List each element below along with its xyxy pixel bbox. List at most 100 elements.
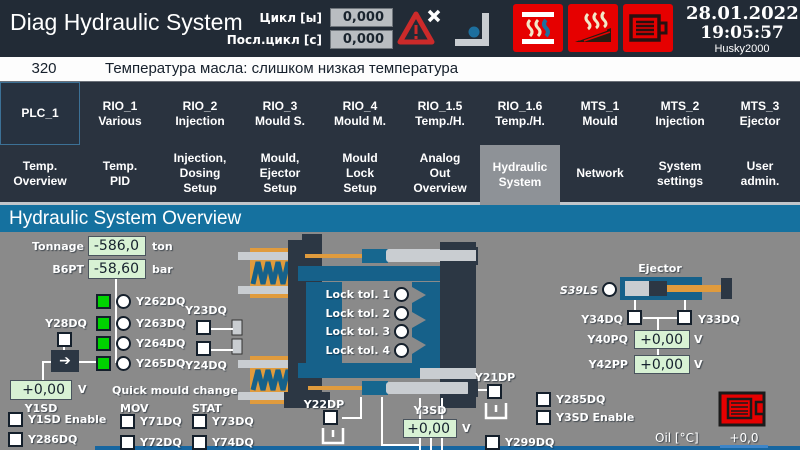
tonnage-unit: ton (152, 240, 173, 253)
valve-state-indicator (96, 336, 111, 351)
tab-temp-pid[interactable]: Temp. PID (102, 158, 138, 188)
datetime-block: 28.01.2022 19:05:57 Husky2000 (686, 4, 799, 56)
y3sd-enable-checkbox[interactable] (536, 410, 551, 425)
heat-waves-icon (575, 10, 611, 42)
y1sd-unit: V (78, 383, 87, 396)
tab-hydraulic-system[interactable]: Hydraulic System (480, 145, 560, 205)
y73dq-row: Y73DQ (192, 414, 254, 429)
qmc-col-stat: STAT (192, 402, 222, 415)
time: 19:05:57 (700, 23, 784, 43)
tab-mould-lock-setup[interactable]: Mould Lock Setup (342, 151, 378, 195)
b6pt-value[interactable]: -58,60 (88, 259, 146, 279)
piping-lines (42, 279, 686, 450)
tab-analog-out-overview[interactable]: Analog Out Overview (413, 151, 467, 195)
y1sd-enable-checkbox[interactable] (8, 412, 23, 427)
machine-graphic (42, 234, 800, 450)
y73dq-checkbox[interactable] (192, 414, 207, 429)
lock-tol-1-label: Lock tol. 1 (325, 288, 390, 301)
b6pt-unit: bar (152, 263, 173, 276)
y28dq-checkbox[interactable] (57, 332, 72, 347)
y286dq-checkbox[interactable] (8, 432, 23, 447)
alarm-mute-icon[interactable] (396, 6, 444, 50)
y71dq-row: Y71DQ (120, 414, 182, 429)
tab-user-admin[interactable]: User admin. (740, 158, 780, 188)
y40pq-value[interactable]: +0,00 (634, 330, 690, 349)
page-tab-bar: Temp. Overview Temp. PID Injection, Dosi… (0, 145, 800, 205)
y299dq-checkbox[interactable] (485, 435, 500, 450)
mould-heating-button[interactable] (568, 4, 618, 52)
alarm-bar[interactable]: 320 Температура масла: слишком низкая те… (0, 57, 800, 82)
oil-temp-value[interactable]: +0,0 (729, 431, 759, 445)
flow-direction-icon: ➔ (51, 350, 79, 372)
last-cycle-value-field[interactable]: 0,000 (330, 30, 393, 49)
lock-tol-2-label: Lock tol. 2 (325, 307, 390, 320)
tab-system-settings[interactable]: System settings (656, 158, 703, 188)
section-title: Hydraulic System Overview (9, 208, 242, 229)
valve-row-y265dq: Y265DQ (96, 356, 185, 371)
tab-separator (0, 202, 800, 205)
y21dp-checkbox[interactable] (487, 384, 502, 399)
pump-motor-icon (718, 391, 766, 427)
y71dq-checkbox[interactable] (120, 414, 135, 429)
y74dq-checkbox[interactable] (192, 435, 207, 450)
tab-temp-overview[interactable]: Temp. Overview (13, 158, 67, 188)
valve-state-indicator (96, 356, 111, 371)
y23dq-checkbox[interactable] (196, 320, 211, 335)
valve-row-y262dq: Y262DQ (96, 294, 185, 309)
y24dq-checkbox[interactable] (196, 341, 211, 356)
corner-dot-icon[interactable] (453, 11, 493, 49)
motor-button[interactable] (623, 4, 673, 52)
tab-plc-1[interactable]: PLC_1 (0, 82, 80, 145)
y72dq-row: Y72DQ (120, 435, 182, 450)
y299dq-row: Y299DQ (485, 435, 554, 450)
y33dq-checkbox[interactable] (677, 310, 692, 325)
y3sd-value[interactable]: +0,00 (403, 419, 457, 438)
y22dp-checkbox[interactable] (323, 410, 338, 425)
y42pp-unit: V (694, 358, 703, 371)
y33dq-label: Y33DQ (698, 313, 740, 326)
last-cycle-label: Посл.цикл [с] (226, 33, 322, 47)
tab-injection-dosing-setup[interactable]: Injection, Dosing Setup (173, 151, 227, 195)
tonnage-value[interactable]: -586,0 (88, 236, 146, 256)
y42pp-value[interactable]: +0,00 (634, 355, 690, 374)
y285dq-checkbox[interactable] (536, 392, 551, 407)
y72dq-checkbox[interactable] (120, 435, 135, 450)
cycle-label: Цикл [ы] (259, 11, 322, 25)
tab-network[interactable]: Network (576, 166, 624, 180)
b6pt-label: B6PT (52, 263, 84, 276)
y23dq-label: Y23DQ (185, 304, 227, 317)
y34dq-checkbox[interactable] (627, 310, 642, 325)
header: Diag Hydraulic System Цикл [ы] 0,000 Пос… (0, 0, 800, 57)
y1sd-value[interactable]: +0,00 (10, 380, 72, 400)
hydraulic-overview-panel: Tonnage -586,0 ton B6PT -58,60 bar Y262D… (0, 232, 800, 450)
lock-tol-3-label: Lock tol. 3 (325, 325, 390, 338)
qmc-col-mov: MOV (120, 402, 149, 415)
barrel-heating-button[interactable] (513, 4, 563, 52)
y24dq-label: Y24DQ (185, 359, 227, 372)
motor-icon (629, 14, 668, 42)
tab-mould-ejector-setup[interactable]: Mould, Ejector Setup (259, 151, 301, 195)
s39ls-indicator (602, 282, 617, 297)
tonnage-label: Tonnage (31, 240, 84, 253)
y40pq-label: Y40PQ (587, 333, 628, 346)
cycle-value-field[interactable]: 0,000 (330, 8, 393, 27)
qmc-title: Quick mould change (112, 384, 238, 397)
lock-tol-1-indicator (394, 287, 409, 302)
lock-tol-3-indicator (394, 324, 409, 339)
lock-tol-2-indicator (394, 306, 409, 321)
y1sd-enable-row: Y1SD Enable (8, 412, 106, 427)
machine-name: Husky2000 (714, 43, 770, 55)
y28dq-label: Y28DQ (45, 317, 87, 330)
y34dq-label: Y34DQ (581, 313, 623, 326)
valve-row-y263dq: Y263DQ (96, 316, 185, 331)
